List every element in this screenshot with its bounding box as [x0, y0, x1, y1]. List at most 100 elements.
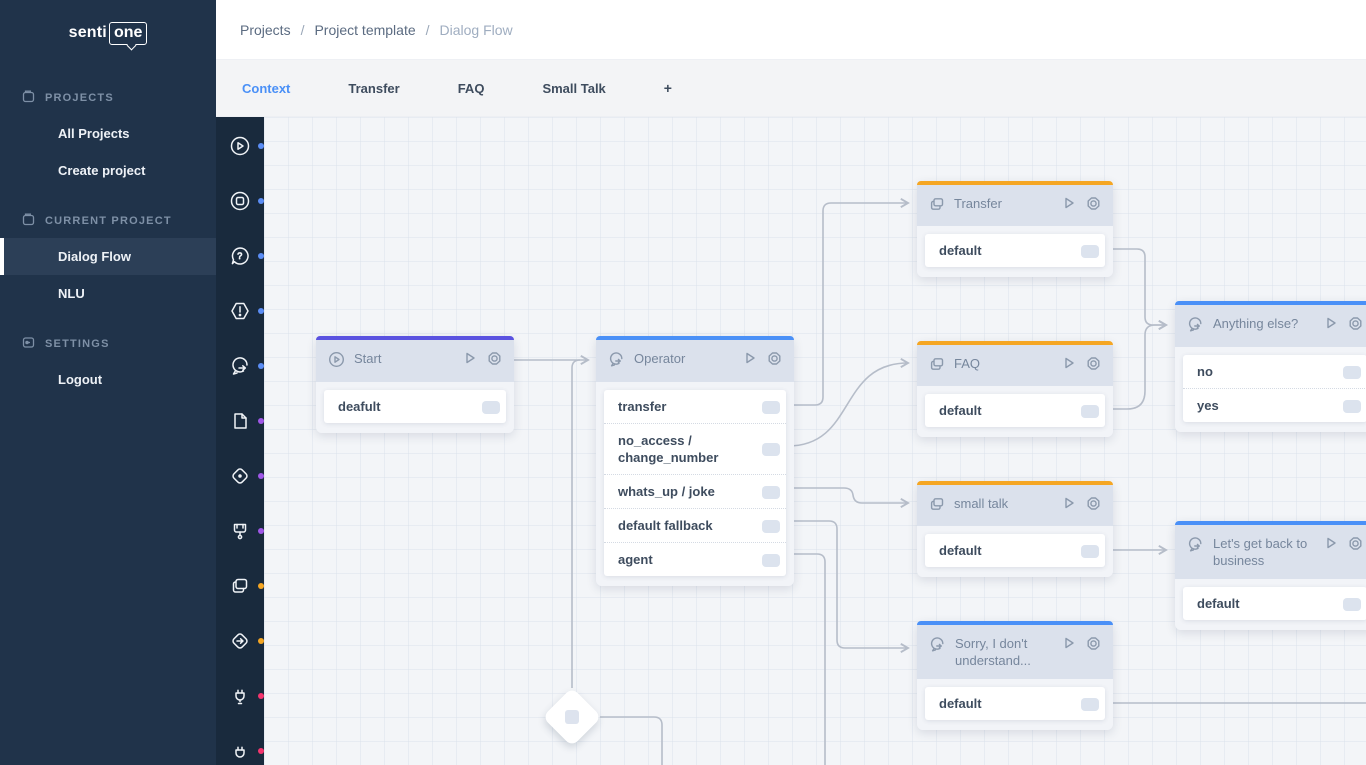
node-output-row[interactable]: default — [925, 394, 1105, 427]
plug-alt-icon[interactable] — [228, 740, 264, 762]
node-settings-icon[interactable] — [1086, 355, 1101, 371]
node-title: Operator — [634, 351, 686, 366]
question-bubble-icon[interactable]: ? — [228, 245, 264, 267]
node-operator[interactable]: Operator transfer — [596, 336, 794, 586]
node-output-row[interactable]: no — [1183, 355, 1366, 388]
run-node-icon[interactable] — [1062, 495, 1076, 511]
play-circle-icon — [328, 350, 345, 373]
node-settings-icon[interactable] — [1086, 495, 1101, 511]
node-transfer[interactable]: Transfer default — [917, 181, 1113, 277]
tab-small-talk[interactable]: Small Talk — [542, 80, 606, 96]
diamond-connector[interactable] — [565, 710, 579, 724]
output-connector[interactable] — [1081, 244, 1099, 258]
node-output-row[interactable]: default — [1183, 587, 1366, 620]
node-settings-icon[interactable] — [1348, 535, 1363, 551]
node-header: Anything else? — [1175, 305, 1366, 347]
tab-transfer[interactable]: Transfer — [348, 80, 400, 96]
action-diamond-icon[interactable] — [228, 630, 264, 652]
node-faq[interactable]: FAQ default — [917, 341, 1113, 437]
node-accent — [917, 181, 1113, 185]
node-palette: ? — [216, 117, 264, 765]
run-node-icon[interactable] — [1324, 535, 1338, 551]
output-connector[interactable] — [762, 400, 780, 414]
breadcrumb-project-template[interactable]: Project template — [314, 21, 416, 38]
warning-hexagon-icon[interactable] — [228, 300, 264, 322]
chat-forward-icon — [929, 635, 946, 658]
run-node-icon[interactable] — [1324, 315, 1338, 331]
output-connector[interactable] — [762, 553, 780, 567]
breadcrumb-projects[interactable]: Projects — [240, 21, 291, 38]
play-circle-icon[interactable] — [228, 135, 264, 157]
sidebar-item-nlu[interactable]: NLU — [58, 286, 85, 301]
node-output-row[interactable]: no_access / change_number — [604, 423, 786, 474]
add-tab-button[interactable]: + — [663, 80, 672, 96]
node-title: Transfer — [954, 196, 1002, 211]
chat-forward-icon[interactable] — [228, 355, 264, 377]
output-connector[interactable] — [1343, 399, 1361, 413]
sidebar-item-dialog-flow[interactable]: Dialog Flow — [0, 238, 216, 275]
node-decision-diamond[interactable] — [542, 687, 602, 747]
output-connector[interactable] — [1081, 404, 1099, 418]
output-connector[interactable] — [482, 400, 500, 414]
collection-stack-icon[interactable] — [228, 575, 264, 597]
tool-dot — [258, 638, 264, 644]
node-accent — [596, 336, 794, 340]
output-connector[interactable] — [762, 519, 780, 533]
settings-icon — [20, 334, 36, 353]
sidebar-item-all-projects[interactable]: All Projects — [58, 126, 130, 141]
node-settings-icon[interactable] — [767, 350, 782, 366]
output-connector[interactable] — [762, 443, 780, 456]
node-start[interactable]: Start deafult — [316, 336, 514, 433]
node-settings-icon[interactable] — [1086, 635, 1101, 651]
tool-dot — [258, 583, 264, 589]
node-output-row[interactable]: default — [925, 234, 1105, 267]
stop-circle-icon[interactable] — [228, 190, 264, 212]
sidebar-item-logout[interactable]: Logout — [58, 372, 103, 387]
chat-forward-icon — [1187, 315, 1204, 338]
collection-stack-icon — [929, 355, 945, 377]
node-output-row[interactable]: default — [925, 687, 1105, 720]
plug-icon[interactable] — [228, 685, 264, 707]
paint-roller-icon[interactable] — [228, 520, 264, 542]
node-output-row[interactable]: default fallback — [604, 508, 786, 542]
node-output-row[interactable]: transfer — [604, 390, 786, 423]
collection-stack-icon — [929, 495, 945, 517]
node-accent — [917, 481, 1113, 485]
node-output-row[interactable]: deafult — [324, 390, 506, 423]
node-anything-else[interactable]: Anything else? no — [1175, 301, 1366, 432]
run-node-icon[interactable] — [1062, 195, 1076, 211]
node-output-row[interactable]: yes — [1183, 388, 1366, 422]
node-settings-icon[interactable] — [1348, 315, 1363, 331]
output-connector[interactable] — [1343, 365, 1361, 379]
sidebar-section-settings: SETTINGS Logout — [0, 326, 216, 398]
section-label: SETTINGS — [45, 337, 110, 350]
node-output-row[interactable]: agent — [604, 542, 786, 576]
run-node-icon[interactable] — [743, 350, 757, 366]
tab-faq[interactable]: FAQ — [457, 80, 485, 96]
node-output-row[interactable]: default — [925, 534, 1105, 567]
document-icon[interactable] — [228, 410, 264, 432]
node-accent — [917, 341, 1113, 345]
node-small-talk[interactable]: small talk default — [917, 481, 1113, 577]
output-connector[interactable] — [1081, 697, 1099, 711]
node-settings-icon[interactable] — [487, 350, 502, 366]
dialog-flow-canvas[interactable]: Start deafult — [264, 117, 1366, 765]
chat-forward-icon — [1187, 535, 1204, 558]
sidebar-section-projects: PROJECTS All Projects Create project — [0, 80, 216, 189]
decision-diamond-icon[interactable] — [228, 465, 264, 487]
run-node-icon[interactable] — [1062, 355, 1076, 371]
tab-context[interactable]: Context — [242, 80, 291, 96]
node-lets-get-back[interactable]: Let's get back to business default — [1175, 521, 1366, 630]
sidebar-item-create-project[interactable]: Create project — [58, 163, 146, 178]
output-connector[interactable] — [1081, 544, 1099, 558]
output-connector[interactable] — [762, 485, 780, 499]
run-node-icon[interactable] — [463, 350, 477, 366]
node-output-row[interactable]: whats_up / joke — [604, 474, 786, 508]
folder-icon — [20, 211, 36, 230]
tool-dot — [258, 418, 264, 424]
node-sorry-dont-understand[interactable]: Sorry, I don't understand... default — [917, 621, 1113, 730]
node-settings-icon[interactable] — [1086, 195, 1101, 211]
output-connector[interactable] — [1343, 597, 1361, 611]
run-node-icon[interactable] — [1062, 635, 1076, 651]
